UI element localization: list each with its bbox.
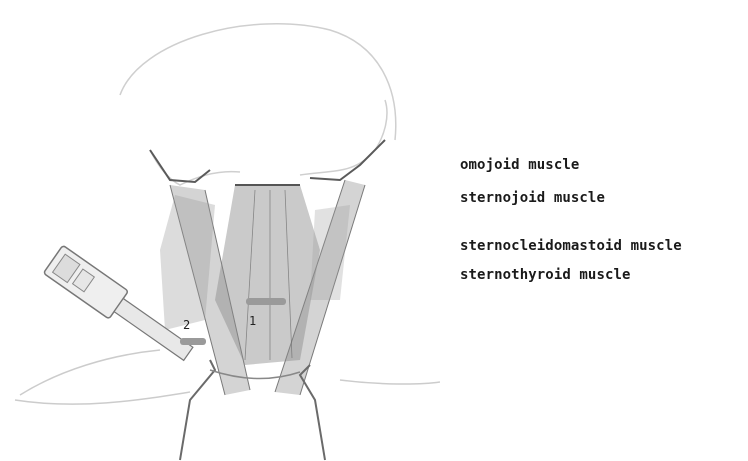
head-outline: [120, 24, 396, 185]
marker-label-2: 2: [183, 318, 190, 332]
label-sternothyroid: sternothyroid muscle: [460, 265, 631, 285]
label-sternocleidomastoid: sternocleidomastoid muscle: [460, 236, 682, 256]
label-sternohyoid: sternojoid muscle: [460, 188, 605, 208]
marker-bar-2: [180, 338, 206, 345]
neck-anatomy-illustration: 1 2: [0, 0, 440, 461]
mandible-lines: [150, 140, 385, 182]
label-omohyoid: omojoid muscle: [460, 155, 579, 175]
marker-label-1: 1: [249, 314, 256, 328]
marker-bar-1: [246, 298, 286, 305]
